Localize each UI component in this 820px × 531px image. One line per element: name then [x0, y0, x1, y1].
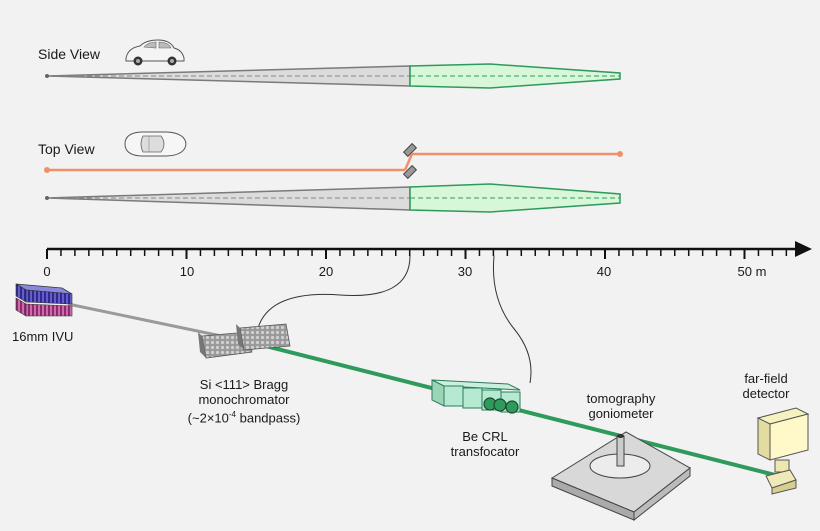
- ivu-label: 16mm IVU: [12, 329, 74, 344]
- side-view-beam: [45, 63, 621, 89]
- crl-transfocator: [431, 379, 521, 414]
- detector-label: far-field detector: [743, 371, 790, 401]
- side-view-label: Side View: [38, 46, 101, 62]
- axis-tick-label: 40: [596, 264, 612, 279]
- mono-crystal-icon: [402, 142, 418, 158]
- top-view-beam: [44, 142, 623, 213]
- top-view-label: Top View: [38, 141, 95, 157]
- axis-tick-label: 20: [318, 264, 334, 279]
- mono-label-line3: (~2×10-4 bandpass): [187, 410, 301, 426]
- detector-label-line1: far-field: [744, 371, 788, 386]
- axis-tick-label: 30: [457, 264, 473, 279]
- goniometer-label-line2: goniometer: [588, 406, 654, 421]
- mono-label: Si <111> Bragg monochromator (~2×10-4 ba…: [188, 377, 301, 425]
- monochromator-crystals: [198, 323, 291, 359]
- axis-tick-label: 50 m: [737, 264, 767, 279]
- goniometer-label: tomography goniometer: [587, 391, 656, 421]
- detector-label-line2: detector: [742, 386, 790, 401]
- axis-tick-label: 10: [179, 264, 195, 279]
- goniometer-label-line1: tomography: [586, 391, 656, 406]
- crl-label: Be CRL transfocator: [451, 429, 520, 459]
- distance-axis: [46, 241, 812, 259]
- tomography-goniometer: [550, 431, 691, 522]
- mono-connector: [257, 255, 411, 329]
- far-field-detector: [756, 407, 810, 495]
- crl-label-line2: transfocator: [450, 444, 520, 459]
- ivu-undulator: [15, 283, 73, 317]
- car-top-icon: [124, 131, 187, 157]
- axis-tick-label: 0: [43, 264, 51, 279]
- crl-label-line1: Be CRL: [462, 429, 508, 444]
- mono-label-line1: Si <111> Bragg: [199, 377, 289, 392]
- crl-connector: [492, 255, 532, 384]
- mono-label-line2: monochromator: [198, 392, 290, 407]
- car-side-icon: [125, 39, 185, 66]
